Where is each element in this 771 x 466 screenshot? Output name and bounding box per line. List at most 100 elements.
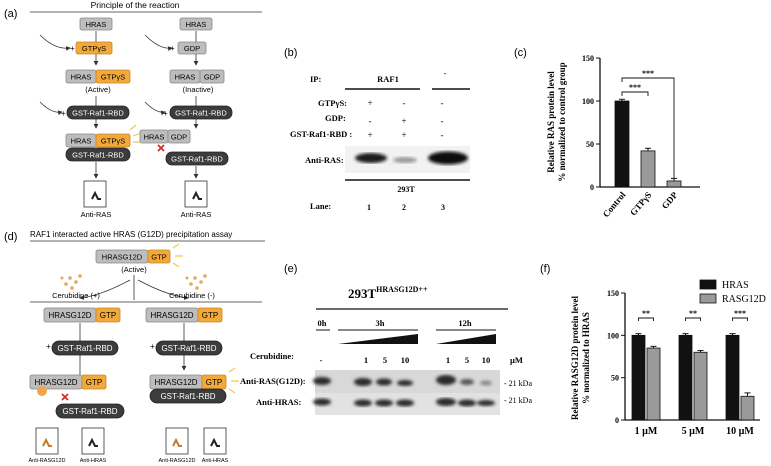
anti-ras-label-2: Anti-RAS bbox=[181, 210, 212, 219]
time-12h: 12h bbox=[458, 318, 472, 328]
hras-complex-label: HRAS bbox=[71, 137, 92, 146]
f-sig-bracket bbox=[685, 317, 701, 321]
panel-e: (e) 293THRASG12D++ 0h 3h 12h Cerubidine:… bbox=[240, 263, 532, 415]
f-legend-label: RASG12D bbox=[722, 294, 766, 305]
anti-ras-label-1: Anti-RAS bbox=[81, 210, 112, 219]
c-ylabel-2: % normalized to control group bbox=[557, 62, 567, 181]
d-hrasg12d-top: HRASG12D bbox=[102, 253, 143, 262]
d-gst-left2: GST-Raf1-RBD bbox=[62, 407, 117, 416]
gtpys-complex-label: GTPγS bbox=[101, 137, 125, 146]
c-sig-label: *** bbox=[629, 83, 641, 92]
panel-d-title: RAF1 interacted active HRAS (G12D) preci… bbox=[30, 230, 232, 239]
cerubidine-molecule-icon bbox=[37, 386, 47, 396]
no-binding-icon bbox=[157, 144, 165, 152]
d-hrasg12d-left: HRASG12D bbox=[48, 311, 91, 320]
d-gst-right2: GST-Raf1-RBD bbox=[160, 392, 215, 401]
panel-f: (f) Relative RASG12D protein level % nor… bbox=[540, 263, 766, 437]
f-sig-label: ** bbox=[642, 309, 650, 318]
panel-a-title: Principle of the reaction bbox=[91, 0, 180, 10]
kda-marker-1: - 21 kDa bbox=[504, 379, 532, 388]
inactive-label: (Inactive) bbox=[183, 85, 214, 94]
ip-raf1-label: RAF1 bbox=[377, 74, 399, 84]
mark-gtpys-1: + bbox=[367, 98, 372, 108]
c-bar bbox=[640, 150, 656, 188]
gdp-free-label: GDP bbox=[171, 133, 187, 142]
panel-letter-a: (a) bbox=[4, 8, 17, 20]
gst-complex-label: GST-Raf1-RBD bbox=[72, 151, 124, 160]
d-anti-hras-1: Anti-HRAS bbox=[80, 458, 107, 464]
d-gst-left: GST-Raf1-RBD bbox=[57, 344, 112, 353]
row-anti-hras: Anti-HRAS: bbox=[256, 397, 302, 407]
mark-gdp-1: - bbox=[369, 116, 372, 126]
c-ytick-label: 150 bbox=[582, 54, 594, 63]
antibody-icon bbox=[91, 190, 101, 200]
f-category-label: 5 µM bbox=[682, 426, 705, 437]
panel-d: (d) RAF1 interacted active HRAS (G12D) p… bbox=[4, 230, 265, 464]
f-legend-swatch bbox=[699, 279, 717, 290]
mark-gst-2: + bbox=[401, 130, 406, 140]
d-gtp-right2: GTP bbox=[206, 378, 222, 387]
anti-ras-blot-label: Anti-RAS: bbox=[305, 155, 344, 165]
blocked-binding-icon bbox=[61, 393, 69, 401]
f-legend-label: HRAS bbox=[722, 280, 749, 291]
cerubidine-plus-label: Cerubidine (+) bbox=[52, 291, 100, 300]
hras-box-label-2: HRAS bbox=[186, 20, 207, 29]
c-ytick-label: 100 bbox=[582, 97, 594, 106]
dose-12h-5: 5 bbox=[465, 355, 469, 365]
f-bar bbox=[646, 347, 661, 421]
svg-text:+: + bbox=[61, 109, 66, 118]
panel-letter-c: (c) bbox=[514, 47, 527, 59]
f-ylabel-2: % normalized to HRAS bbox=[581, 312, 591, 404]
svg-text:+: + bbox=[163, 109, 168, 118]
c-ytick-label: 50 bbox=[586, 140, 594, 149]
gtpys-label: GTPγS bbox=[82, 44, 106, 53]
svg-text:+: + bbox=[46, 342, 51, 351]
svg-text:+: + bbox=[70, 44, 75, 53]
mark-gtpys-3: - bbox=[441, 98, 444, 108]
dose-wedge-3h bbox=[338, 334, 418, 344]
gst-probe-label: GST-Raf1-RBD bbox=[72, 109, 124, 118]
f-ytick-label: 100 bbox=[607, 331, 619, 340]
f-ytick-label: 50 bbox=[611, 374, 619, 383]
gdp-label: GDP bbox=[184, 44, 200, 53]
hras-free-label: HRAS bbox=[144, 133, 165, 142]
d-gtp-right: GTP bbox=[202, 311, 218, 320]
mark-gst-3: - bbox=[441, 130, 444, 140]
f-sig-label: *** bbox=[734, 309, 746, 318]
dose-12h-10: 10 bbox=[482, 355, 491, 365]
panel-letter-f: (f) bbox=[540, 263, 550, 275]
dose-0: - bbox=[320, 355, 323, 365]
f-sig-label: ** bbox=[689, 309, 697, 318]
gst-probe-label-2: GST-Raf1-RBD bbox=[175, 109, 227, 118]
gst-free-label: GST-Raf1-RBD bbox=[171, 155, 223, 164]
row-gdp-label: GDP: bbox=[325, 113, 346, 123]
panel-c: (c) Relative RAS protein level % normali… bbox=[514, 47, 700, 219]
cell-line-label: 293T bbox=[397, 185, 415, 194]
panel-letter-d: (d) bbox=[4, 231, 17, 243]
dose-3h-10: 10 bbox=[401, 355, 410, 365]
d-gst-right: GST-Raf1-RBD bbox=[161, 344, 216, 353]
panel-b: (b) IP: RAF1 - GTPγS: + - - GDP: - + - G… bbox=[284, 47, 470, 212]
d-anti-rasg12d-1: Anti-RASG12D bbox=[29, 458, 66, 464]
antibody-icon-rasg12d-1 bbox=[42, 437, 52, 447]
dose-unit: µM bbox=[510, 355, 523, 365]
gtpys-bound-label: GTPγS bbox=[101, 73, 125, 82]
f-legend-swatch bbox=[699, 293, 717, 304]
row-gst-label: GST-Raf1-RBD : bbox=[290, 129, 352, 139]
f-category-label: 10 µM bbox=[726, 426, 754, 437]
panel-letter-e: (e) bbox=[284, 263, 297, 275]
d-hrasg12d-left2: HRASG12D bbox=[34, 378, 77, 387]
c-category-label: Control bbox=[601, 189, 628, 219]
c-sig-label: *** bbox=[642, 69, 654, 78]
f-bar bbox=[740, 395, 755, 421]
d-anti-hras-2: Anti-HRAS bbox=[202, 458, 229, 464]
d-active-label: (Active) bbox=[121, 265, 147, 274]
hras-active-label: HRAS bbox=[71, 73, 92, 82]
dose-12h-1: 1 bbox=[446, 355, 450, 365]
mark-gdp-2: + bbox=[401, 116, 406, 126]
f-bar bbox=[678, 334, 693, 421]
f-category-label: 1 µM bbox=[635, 426, 658, 437]
f-sig-bracket bbox=[638, 317, 654, 321]
hras-inactive-label: HRAS bbox=[175, 73, 196, 82]
